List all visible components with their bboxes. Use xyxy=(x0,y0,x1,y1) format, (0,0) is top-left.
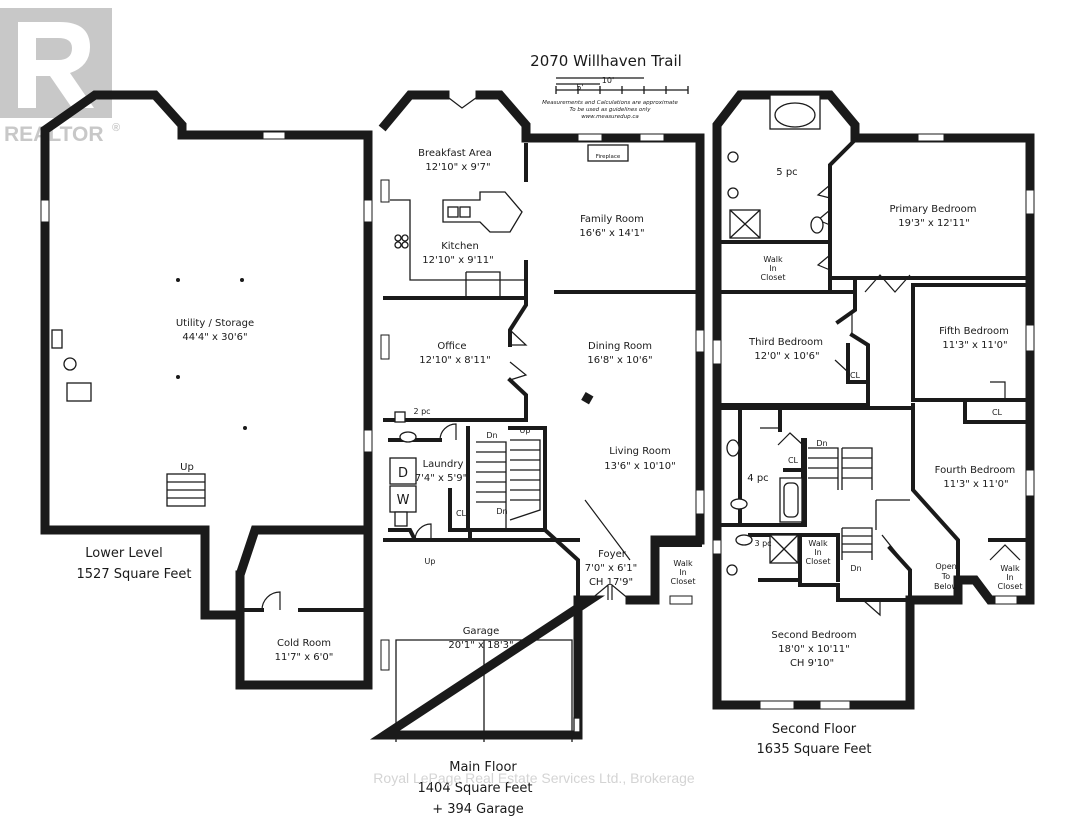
fourth-wic-line-3: Closet xyxy=(998,582,1023,591)
office-dim: 12'10" x 8'11" xyxy=(419,355,491,366)
main-wic-line-2: In xyxy=(679,568,686,577)
main-stairs-dn-1: Dn xyxy=(486,431,497,440)
breakfast-area-dim: 12'10" x 9'7" xyxy=(425,162,490,173)
utility-room-name: Utility / Storage xyxy=(176,318,254,329)
breakfast-area-name: Breakfast Area xyxy=(418,148,492,159)
fourth-bedroom-name: Fourth Bedroom xyxy=(935,465,1016,476)
brokerage-watermark: Royal LePage Real Estate Services Ltd., … xyxy=(373,770,695,786)
second-wic-line-3: Closet xyxy=(806,557,831,566)
registered-mark: ® xyxy=(112,122,120,134)
fourth-wic-line-1: Walk xyxy=(1000,564,1020,573)
main-floor-garage-area: + 394 Garage xyxy=(432,802,524,817)
open-to-below-line-2: To xyxy=(941,572,951,581)
lower-level-plan: Utility / Storage 44'4" x 30'6" Up Cold … xyxy=(40,90,373,690)
primary-bedroom-name: Primary Bedroom xyxy=(889,204,976,215)
main-stairs-up-2: Up xyxy=(425,557,436,566)
main-stairs-dn-2: Dn xyxy=(496,507,507,516)
living-room-name: Living Room xyxy=(609,446,670,457)
second-wic-line-2: In xyxy=(814,548,821,557)
fifth-bedroom-name: Fifth Bedroom xyxy=(939,326,1009,337)
ensuite-label: 5 pc xyxy=(776,167,797,178)
second-bedroom-name: Second Bedroom xyxy=(771,630,856,641)
main-stairs-up-1: Up xyxy=(520,426,531,435)
main-wic-line-3: Closet xyxy=(671,577,696,586)
lower-stairs-up: Up xyxy=(180,462,194,473)
fourth-bedroom-dim: 11'3" x 11'0" xyxy=(943,479,1008,490)
open-to-below-line-1: Open xyxy=(935,562,956,571)
dining-room-dim: 16'8" x 10'6" xyxy=(587,355,652,366)
main-closet-label: CL xyxy=(456,509,467,518)
scale-label-5: 5' xyxy=(576,83,583,92)
laundry-name: Laundry xyxy=(423,459,464,470)
primary-wic-line-2: In xyxy=(769,264,776,273)
lower-level-area: 1527 Square Feet xyxy=(77,567,192,582)
scale-note-3: www.measuredup.ca xyxy=(581,114,639,120)
main-floor-area: 1404 Square Feet xyxy=(418,781,533,796)
second-wic-line-1: Walk xyxy=(808,539,828,548)
washer-label: W xyxy=(397,493,410,508)
main-floor-plan: Fireplace Breakfast Area 12'10" x 9'7" F… xyxy=(369,90,705,817)
scale-bar: 10' 5' Measurements and Calculations are… xyxy=(542,76,689,120)
living-room-dim: 13'6" x 10'10" xyxy=(604,461,676,472)
third-bedroom-dim: 12'0" x 10'6" xyxy=(754,351,819,362)
family-room-dim: 16'6" x 14'1" xyxy=(579,228,644,239)
third-closet-label: CL xyxy=(850,371,861,380)
scale-label-10: 10' xyxy=(602,76,614,85)
second-floor-area: 1635 Square Feet xyxy=(757,742,872,757)
powder-room-label: 2 pc xyxy=(413,407,430,416)
realtor-logo-text: REALTOR xyxy=(4,123,104,146)
second-floor-heading: Second Floor xyxy=(772,722,857,737)
fifth-closet-label: CL xyxy=(992,408,1003,417)
dryer-label: D xyxy=(398,466,408,481)
realtor-logo: REALTOR ® xyxy=(0,8,120,146)
hall-closet-label: CL xyxy=(788,456,799,465)
office-name: Office xyxy=(437,341,466,352)
kitchen-dim: 12'10" x 9'11" xyxy=(422,255,494,266)
open-to-below-line-3: Below xyxy=(934,582,959,591)
second-bedroom-ceiling-height: CH 9'10" xyxy=(790,658,834,669)
realtor-r-mark xyxy=(18,22,94,108)
plan-title: 2070 Willhaven Trail xyxy=(530,52,682,70)
upper-stairs-dn-1: Dn xyxy=(816,439,827,448)
primary-wic-line-1: Walk xyxy=(763,255,783,264)
fourth-wic-line-2: In xyxy=(1006,573,1013,582)
third-bedroom-name: Third Bedroom xyxy=(748,337,823,348)
main-wic-line-1: Walk xyxy=(673,559,693,568)
garage-dim: 20'1" x 18'3" xyxy=(448,640,513,651)
second-floor-plan: 5 pc Primary Bedroom 19'3" x 12'11" Walk… xyxy=(669,90,1035,757)
kitchen-name: Kitchen xyxy=(441,241,479,252)
bath-3pc-label: 3 pc xyxy=(754,539,771,548)
main-floor-heading: Main Floor xyxy=(449,760,517,775)
main-bath-label: 4 pc xyxy=(747,473,768,484)
primary-wic-line-3: Closet xyxy=(761,273,786,282)
cold-room-dim: 11'7" x 6'0" xyxy=(275,652,334,663)
foyer-ceiling-height: CH 17'9" xyxy=(589,577,633,588)
dining-room-name: Dining Room xyxy=(588,341,652,352)
scale-note-1: Measurements and Calculations are approx… xyxy=(542,100,678,106)
scale-note-2: To be used as guidelines only xyxy=(570,107,652,113)
fireplace-label: Fireplace xyxy=(596,154,621,160)
cold-room-name: Cold Room xyxy=(277,638,331,649)
family-room-name: Family Room xyxy=(580,214,644,225)
foyer-name: Foyer xyxy=(598,549,627,560)
primary-bedroom-dim: 19'3" x 12'11" xyxy=(898,218,970,229)
foyer-dim: 7'0" x 6'1" xyxy=(585,563,637,574)
garage-name: Garage xyxy=(463,626,500,637)
fifth-bedroom-dim: 11'3" x 11'0" xyxy=(942,340,1007,351)
utility-room-dim: 44'4" x 30'6" xyxy=(182,332,247,343)
laundry-dim: 7'4" x 5'9" xyxy=(415,473,467,484)
lower-level-heading: Lower Level xyxy=(85,546,162,561)
second-bedroom-dim: 18'0" x 10'11" xyxy=(778,644,850,655)
upper-stairs-dn-2: Dn xyxy=(850,564,861,573)
